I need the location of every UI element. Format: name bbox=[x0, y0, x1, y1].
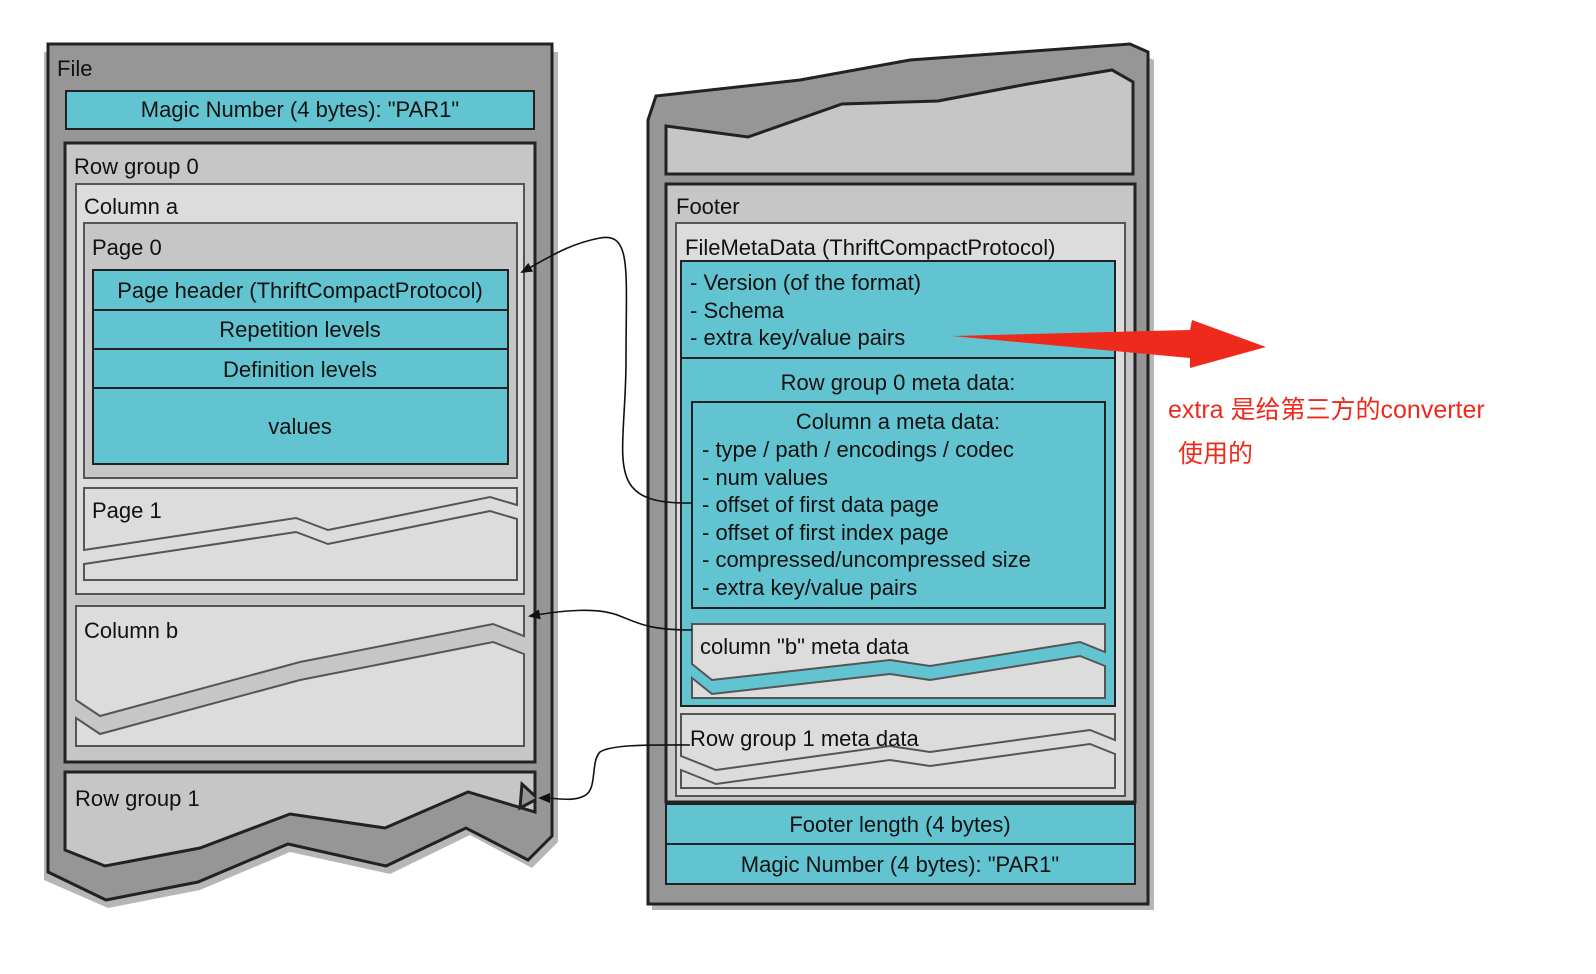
values-block bbox=[92, 387, 509, 465]
column-b-meta-label: column "b" meta data bbox=[700, 634, 910, 659]
definition-levels-label: Definition levels bbox=[223, 357, 377, 382]
page-0-label: Page 0 bbox=[92, 235, 162, 260]
file-meta-data-label: FileMetaData (ThriftCompactProtocol) bbox=[685, 235, 1055, 260]
page-header-label: Page header (ThriftCompactProtocol) bbox=[117, 278, 483, 303]
page-header bbox=[92, 269, 509, 311]
magic-number-bottom bbox=[665, 843, 1136, 885]
connector-row-group-1-meta-to-row-group-1 bbox=[538, 744, 691, 804]
column-b-label: Column b bbox=[84, 618, 178, 643]
column-a-label: Column a bbox=[84, 194, 179, 219]
row-group-1 bbox=[63, 770, 537, 868]
meta-line-schema: - Schema bbox=[690, 298, 785, 323]
definition-levels bbox=[92, 348, 509, 389]
repetition-levels-label: Repetition levels bbox=[219, 317, 380, 342]
column-a-meta-data bbox=[691, 401, 1106, 609]
footer-length bbox=[665, 803, 1136, 845]
footer-label: Footer bbox=[676, 194, 740, 219]
column-a-meta-title: Column a meta data: bbox=[796, 409, 1000, 434]
footer-block: Footer FileMetaData (ThriftCompactProtoc… bbox=[646, 42, 1154, 910]
file-label: File bbox=[57, 56, 92, 81]
previous-row-group-fragment bbox=[664, 68, 1135, 176]
column-a-meta-line-extra-kv: - extra key/value pairs bbox=[702, 575, 917, 600]
annotation-line-1: extra 是给第三方的converter bbox=[1168, 396, 1485, 424]
connector-data-page-to-page-0 bbox=[520, 236, 693, 504]
column-a-meta-line-data-page: - offset of first data page bbox=[702, 492, 939, 517]
footer-length-label: Footer length (4 bytes) bbox=[789, 812, 1010, 837]
magic-number-top-label: Magic Number (4 bytes): "PAR1" bbox=[141, 97, 459, 122]
connector-column-b-meta-to-column-b bbox=[528, 609, 693, 631]
red-arrow-icon bbox=[952, 320, 1266, 368]
annotation-line-2: 使用的 bbox=[1178, 440, 1253, 468]
meta-line-version: - Version (of the format) bbox=[690, 270, 921, 295]
column-a-meta-line-type: - type / path / encodings / codec bbox=[702, 437, 1014, 462]
row-group-1-meta-label: Row group 1 meta data bbox=[690, 726, 919, 751]
magic-number-top bbox=[65, 90, 535, 130]
column-a-meta-line-index-page: - offset of first index page bbox=[702, 520, 949, 545]
row-group-0-label: Row group 0 bbox=[74, 154, 199, 179]
column-a-meta-line-size: - compressed/uncompressed size bbox=[702, 547, 1031, 572]
row-group-0-meta-label: Row group 0 meta data: bbox=[781, 370, 1016, 395]
column-a-meta-line-num-values: - num values bbox=[702, 465, 828, 490]
page-1 bbox=[83, 487, 518, 552]
row-group-1-label: Row group 1 bbox=[75, 786, 200, 811]
meta-line-extra-kv: - extra key/value pairs bbox=[690, 325, 905, 350]
file-block: File Magic Number (4 bytes): "PAR1" Row … bbox=[44, 42, 558, 908]
values-label: values bbox=[268, 414, 332, 439]
magic-number-bottom-label: Magic Number (4 bytes): "PAR1" bbox=[741, 852, 1059, 877]
column-b bbox=[75, 605, 525, 718]
column-b-meta-data bbox=[691, 623, 1106, 682]
page-1-label: Page 1 bbox=[92, 498, 162, 523]
row-group-1-meta-data bbox=[680, 713, 1116, 772]
